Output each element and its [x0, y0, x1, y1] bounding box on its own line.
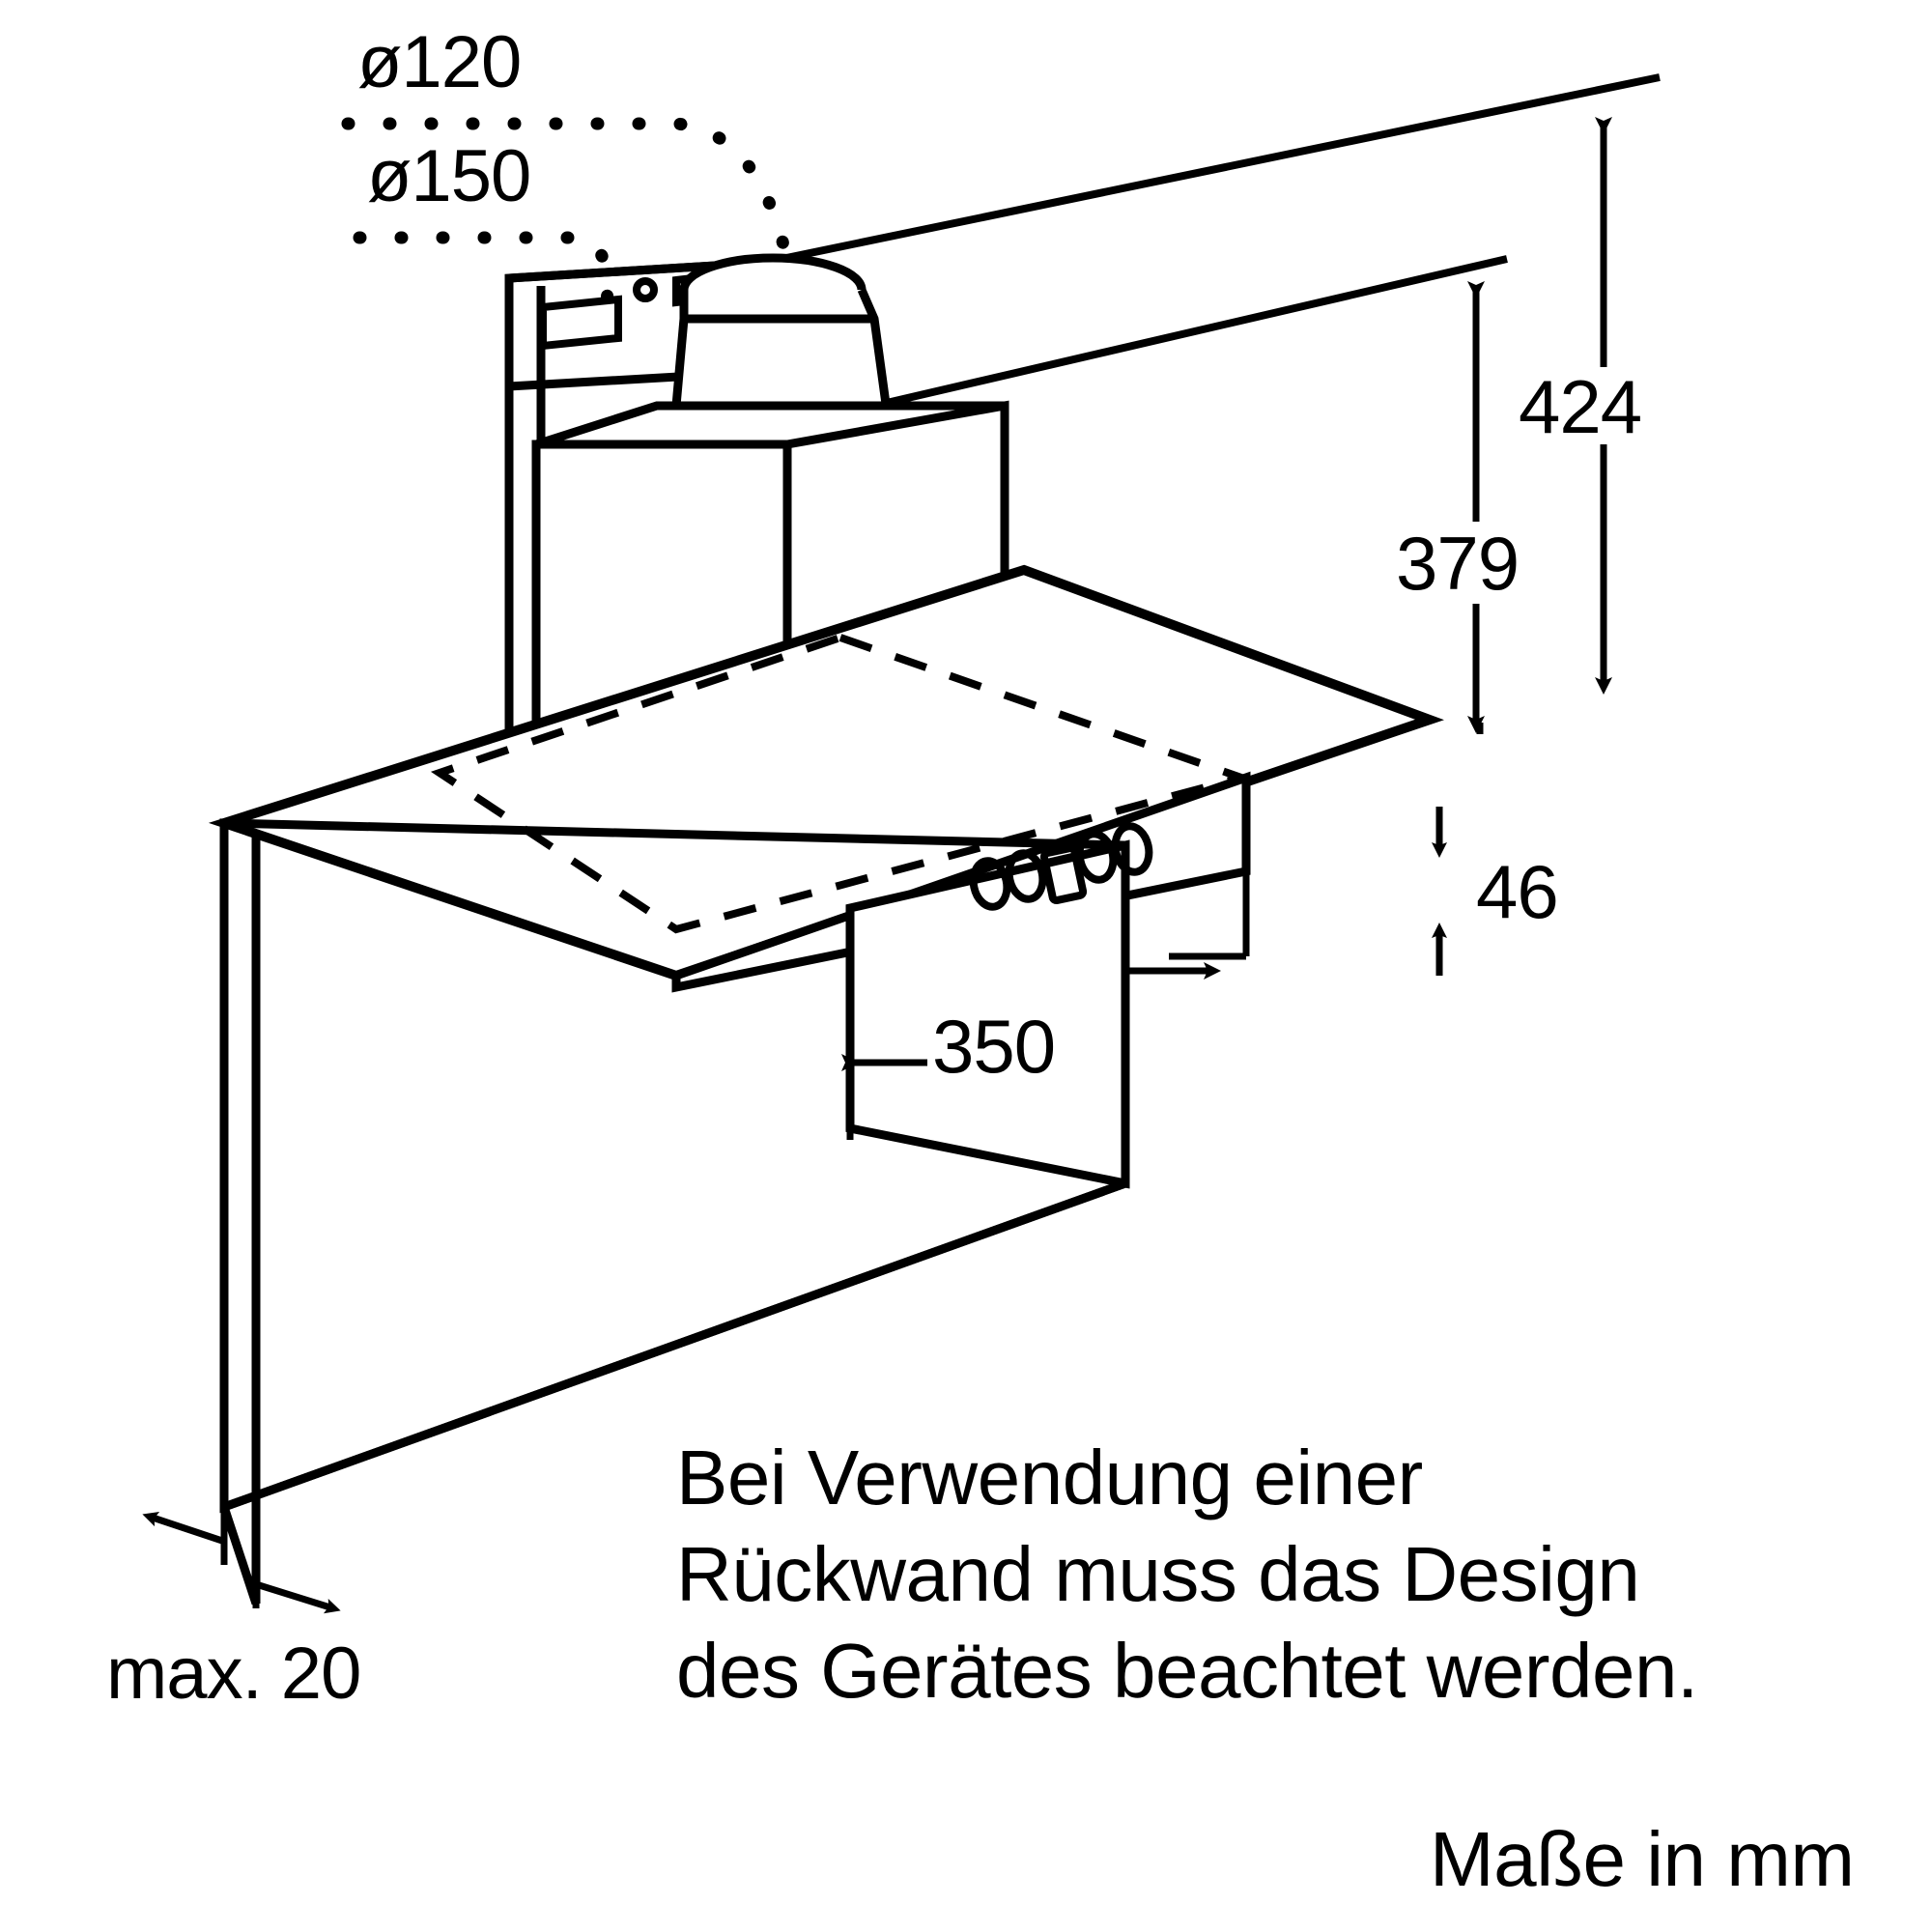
callout-diameter-120: ø120	[357, 21, 522, 103]
display-window	[1039, 843, 1088, 905]
dimension-label-46: 46	[1476, 849, 1559, 934]
circle-button	[1005, 849, 1047, 903]
dimension-label-424: 424	[1519, 364, 1642, 449]
note-line-3: des Gerätes beachtet werden.	[676, 1628, 1698, 1714]
dimension-label-max20: max. 20	[106, 1633, 361, 1715]
deck-inner-dashed-outline	[430, 633, 1255, 934]
callout-diameter-150: ø150	[367, 135, 531, 217]
note-line-2: Rückwand muss das Design	[676, 1531, 1640, 1617]
upper-projection-lines	[762, 73, 1661, 410]
callout-leader-150	[353, 231, 614, 326]
dim-max20	[142, 1507, 341, 1614]
units-label: Maße in mm	[1430, 1816, 1855, 1902]
control-panel-icons[interactable]	[969, 822, 1153, 911]
dimension-label-379: 379	[1396, 521, 1520, 606]
dim-350	[841, 871, 1250, 1140]
callout-leader-120	[341, 117, 797, 282]
note-line-1: Bei Verwendung einer	[676, 1435, 1423, 1520]
dimension-label-350: 350	[932, 1004, 1056, 1089]
circle-button	[1111, 822, 1153, 876]
wall-thickness	[219, 823, 261, 1605]
